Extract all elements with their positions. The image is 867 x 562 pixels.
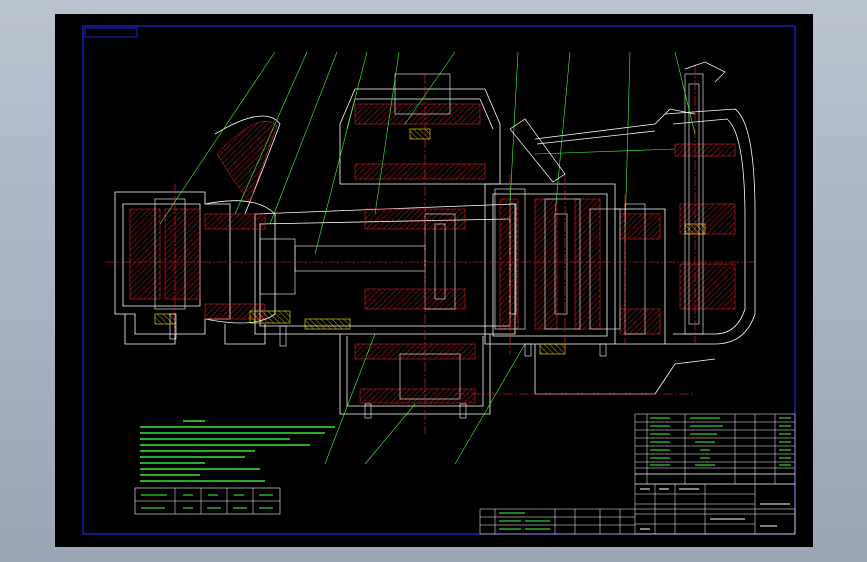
parts-list-entries bbox=[650, 417, 791, 466]
assembly-drawing bbox=[82, 25, 796, 535]
bearing-icon bbox=[249, 310, 291, 324]
bolt-icon-group bbox=[169, 313, 607, 419]
bolt-icon bbox=[169, 313, 177, 340]
title-block-marks bbox=[640, 488, 790, 530]
section-hatching bbox=[129, 103, 736, 404]
bearing-icon bbox=[539, 343, 566, 355]
bolt-icon bbox=[364, 403, 372, 419]
bolt-icon bbox=[459, 403, 467, 419]
bolt-icon bbox=[524, 343, 532, 357]
code-box bbox=[84, 27, 138, 38]
bolt-icon bbox=[599, 343, 607, 357]
title-block bbox=[479, 483, 796, 535]
gear-stacks bbox=[154, 73, 704, 400]
bearing-icon bbox=[154, 313, 176, 325]
drawing-sheet[interactable] bbox=[55, 14, 813, 547]
bolt-icon bbox=[279, 325, 287, 347]
bearing-icon bbox=[409, 128, 431, 140]
shift-lever bbox=[509, 61, 726, 183]
centerlines bbox=[105, 64, 755, 434]
bearing-icon bbox=[304, 318, 351, 330]
housing-outline bbox=[114, 88, 756, 415]
drawing-border bbox=[82, 25, 796, 535]
part-leader-lines bbox=[159, 51, 696, 465]
technical-requirements bbox=[134, 420, 335, 515]
parts-list-table bbox=[634, 413, 796, 485]
title-block-entries bbox=[499, 512, 550, 530]
